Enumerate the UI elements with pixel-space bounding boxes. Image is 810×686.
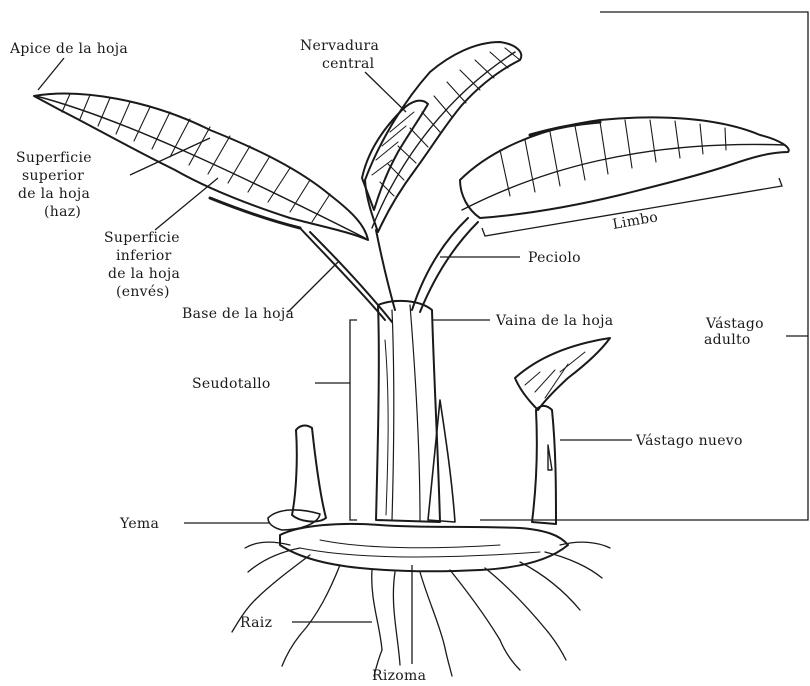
leader-base [288,262,338,312]
label-rizoma: Rizoma [372,668,426,684]
label-nervadura-line1: Nervadura [300,38,379,54]
bud [268,426,326,530]
label-enves-line4: (envés) [116,284,170,300]
label-nervadura-line2: central [322,56,375,72]
label-vastago-adulto-line1: Vástago [705,316,764,332]
label-vastago-adulto-line2: adulto [704,332,751,348]
new-shoot [515,338,610,524]
label-haz-line2: superior [22,168,84,184]
label-raiz: Raiz [240,615,272,631]
label-seudotallo: Seudotallo [192,376,271,392]
label-haz-line3: de la hoja [18,186,90,202]
pseudostem [376,301,455,522]
right-leaf [460,117,789,218]
leader-enves [155,178,218,230]
label-vastago-nuevo: Vástago nuevo [635,433,743,449]
label-peciolo: Peciolo [528,250,581,266]
label-enves-line1: Superficie [104,230,180,246]
petioles [300,218,478,322]
label-enves-line3: de la hoja [108,266,180,282]
bracket-seudotallo [350,320,357,520]
label-yema: Yema [119,516,159,532]
label-vaina: Vaina de la hoja [495,313,613,329]
label-haz-line4: (haz) [44,204,81,220]
label-haz-line1: Superficie [16,150,92,166]
label-enves-line2: inferior [116,248,172,264]
label-base: Base de la hoja [182,306,294,322]
leader-lines [38,12,808,664]
leader-nervadura [365,72,406,112]
leader-apice [38,58,64,90]
center-leaf [362,42,521,232]
label-limbo: Limbo [611,209,659,233]
roots [232,542,610,676]
label-apice: Apice de la hoja [9,41,128,57]
left-leaf [34,94,368,240]
